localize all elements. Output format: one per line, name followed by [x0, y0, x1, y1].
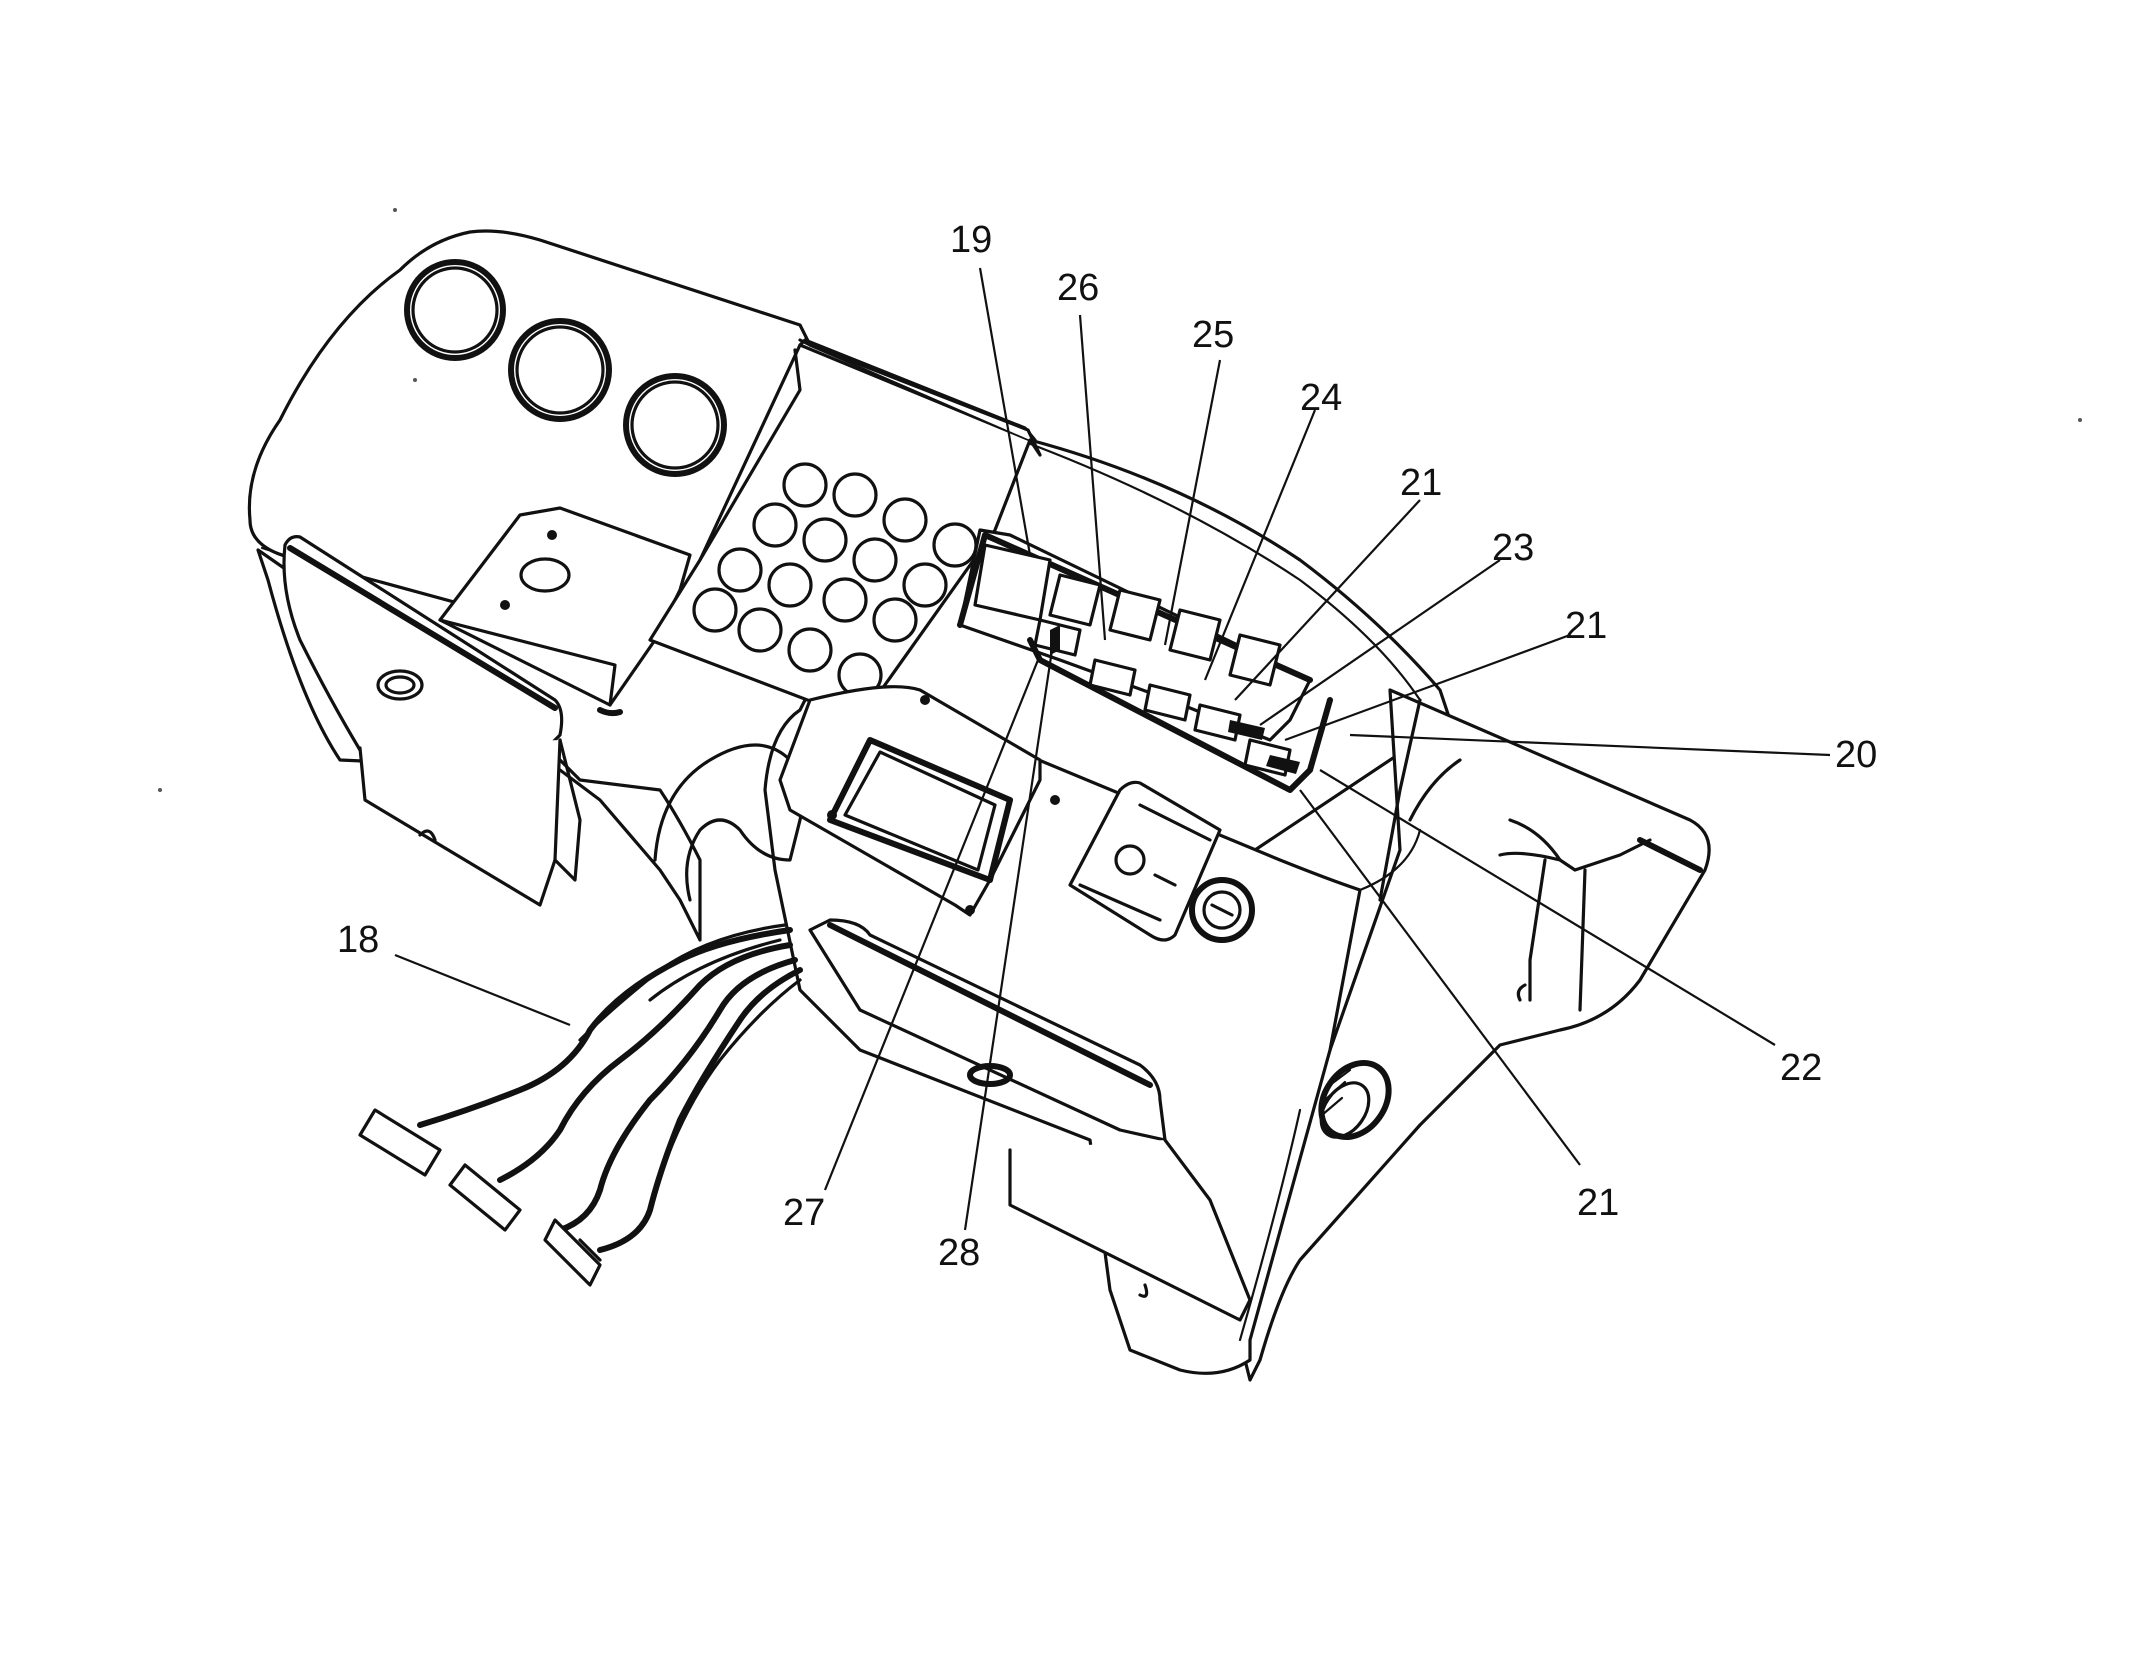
leader-18 — [394, 953, 571, 1027]
contour-line — [1018, 438, 1422, 702]
wiring-harness — [358, 923, 803, 1287]
cowl-details — [1378, 698, 1703, 1012]
callout-27: 27 — [783, 1192, 825, 1234]
mounting-bracket — [438, 506, 692, 717]
stray-dots — [158, 208, 2082, 792]
callout-22: 22 — [1780, 1047, 1822, 1089]
gauge-opening-1 — [404, 259, 506, 361]
leader-26 — [1078, 314, 1107, 641]
contour-line — [1238, 1108, 1302, 1342]
harness-connector-1 — [358, 1108, 442, 1177]
console-right-cowl — [1238, 688, 1711, 1382]
lower-panel — [778, 685, 1255, 943]
leader-21a — [1234, 499, 1421, 701]
key-switch — [1189, 877, 1255, 943]
leader-28 — [963, 649, 1054, 1231]
callout-21b: 21 — [1565, 605, 1607, 647]
leader-27 — [823, 654, 1042, 1191]
leader-21c — [1299, 789, 1581, 1166]
leader-20 — [1349, 733, 1831, 757]
gauge-opening-3 — [623, 373, 727, 477]
leader-lines — [394, 267, 1831, 1231]
callout-28: 28 — [938, 1232, 980, 1274]
harness-connector-2 — [448, 1163, 522, 1232]
callout-23: 23 — [1492, 527, 1534, 569]
leader-25 — [1163, 359, 1222, 646]
callout-21a: 21 — [1400, 462, 1442, 504]
callout-labels: 19 26 25 24 21 23 21 20 22 21 27 28 18 — [337, 219, 1877, 1274]
callout-25: 25 — [1192, 314, 1234, 356]
callout-21c: 21 — [1577, 1182, 1619, 1224]
left-end-panel — [282, 535, 582, 907]
leader-21b — [1284, 633, 1571, 742]
switch-panel-label-plate — [973, 543, 1052, 622]
callout-18: 18 — [337, 919, 379, 961]
bracket-hole — [519, 557, 571, 593]
gauge-opening-2 — [508, 318, 612, 422]
leader-23 — [1259, 559, 1501, 726]
callout-20: 20 — [1835, 734, 1877, 776]
rocker-switches — [1033, 573, 1300, 777]
leader-24 — [1203, 409, 1317, 681]
callout-19: 19 — [950, 219, 992, 261]
gauge-openings — [404, 259, 727, 477]
leader-19 — [978, 267, 1032, 556]
front-tray — [808, 918, 1252, 1322]
contour-line — [1358, 828, 1422, 892]
side-knob — [1318, 1059, 1392, 1141]
fuse-block — [648, 338, 1042, 722]
switch-panel — [957, 528, 1333, 793]
harness-connector-3 — [543, 1218, 602, 1287]
leader-22 — [1319, 769, 1776, 1046]
callout-26: 26 — [1057, 267, 1099, 309]
hour-meter-window — [827, 737, 1013, 883]
callout-24: 24 — [1300, 377, 1342, 419]
